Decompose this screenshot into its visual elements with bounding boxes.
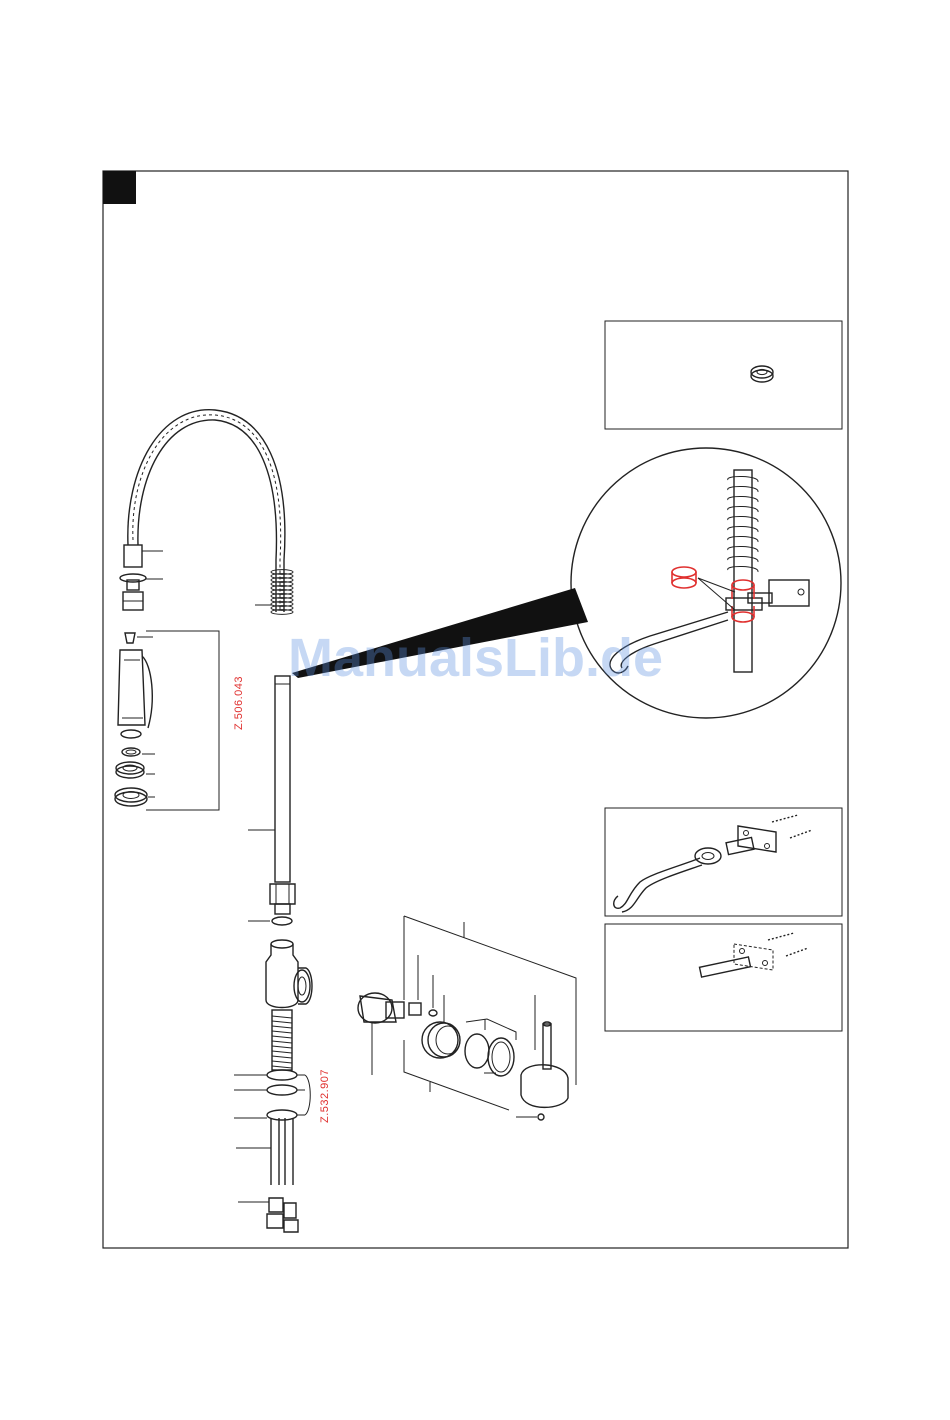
riser-pipe <box>248 676 295 925</box>
thread-line <box>272 1041 292 1043</box>
inset-stud-bracket <box>605 924 842 1031</box>
thread-line <box>272 1056 292 1058</box>
thread-line <box>272 1066 292 1068</box>
thread-line <box>272 1016 292 1018</box>
mounting-set-ref-code: Z.532.907 <box>319 1069 331 1123</box>
thread-line <box>272 1051 292 1053</box>
thread-line <box>272 1036 292 1038</box>
mixer-handle-group <box>358 916 576 1120</box>
inset-ring <box>605 321 842 429</box>
thread-line <box>272 1046 292 1048</box>
tee-body: Z.532.907 <box>234 940 331 1232</box>
watermark: ManualsLib.de <box>288 628 663 688</box>
step-badge <box>103 171 136 204</box>
thread-line <box>272 1021 292 1023</box>
thread-line <box>272 1026 292 1028</box>
thread-line <box>272 1031 292 1033</box>
inset-hook-bracket <box>605 808 842 916</box>
spray-head-ref-code: Z.506.043 <box>233 676 245 730</box>
spring-hose <box>120 410 293 615</box>
thread-line <box>272 1061 292 1063</box>
spray-head-set: Z.506.043 <box>115 631 245 810</box>
